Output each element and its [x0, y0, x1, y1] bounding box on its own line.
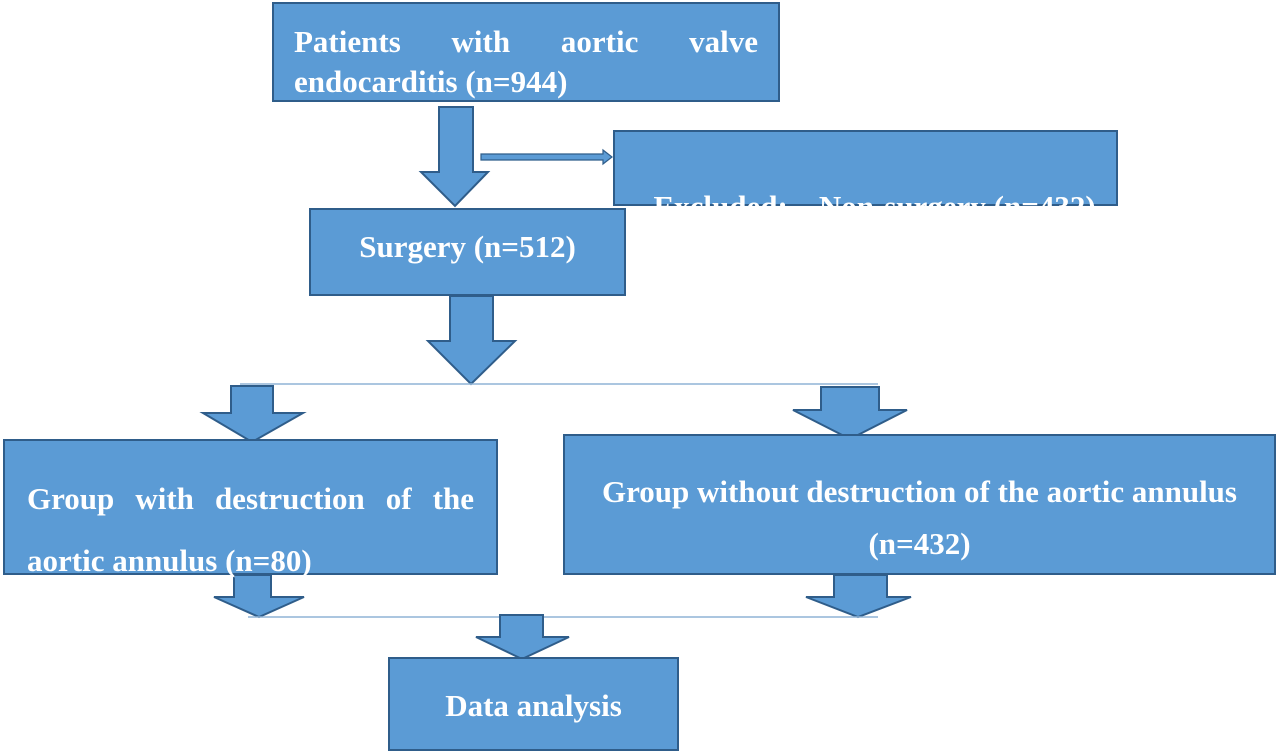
group-without-box: Group without destruction of the aortic …	[563, 434, 1276, 575]
group-without-label-line1: Group without destruction of the aortic …	[602, 474, 1237, 509]
data-analysis-box: Data analysis	[388, 657, 679, 751]
arrow-start-to-surgery	[418, 106, 491, 208]
group-without-label-line2: (n=432)	[868, 526, 971, 561]
arrow-group-with-down	[213, 574, 305, 619]
arrow-surgery-to-split	[425, 295, 518, 386]
data-analysis-label: Data analysis	[445, 688, 622, 723]
arrow-to-group-with	[199, 385, 307, 444]
excluded-label: Excluded: Non-surgery (n=432)	[653, 189, 1096, 224]
surgery-box: Surgery (n=512)	[309, 208, 626, 296]
arrow-to-data-analysis	[475, 614, 570, 661]
surgery-label: Surgery (n=512)	[359, 229, 576, 264]
start-box: Patients with aortic valve endocarditis …	[272, 2, 780, 102]
arrow-to-excluded	[480, 148, 613, 166]
group-with-box: Group with destruction of the aortic ann…	[3, 439, 498, 578]
start-label: Patients with aortic valve endocarditis …	[294, 24, 758, 99]
excluded-box: Excluded: Non-surgery (n=432)	[613, 130, 1118, 224]
arrow-group-without-down	[805, 574, 912, 619]
arrow-to-group-without	[792, 386, 908, 441]
group-with-label: Group with destruction of the aortic ann…	[27, 481, 474, 578]
